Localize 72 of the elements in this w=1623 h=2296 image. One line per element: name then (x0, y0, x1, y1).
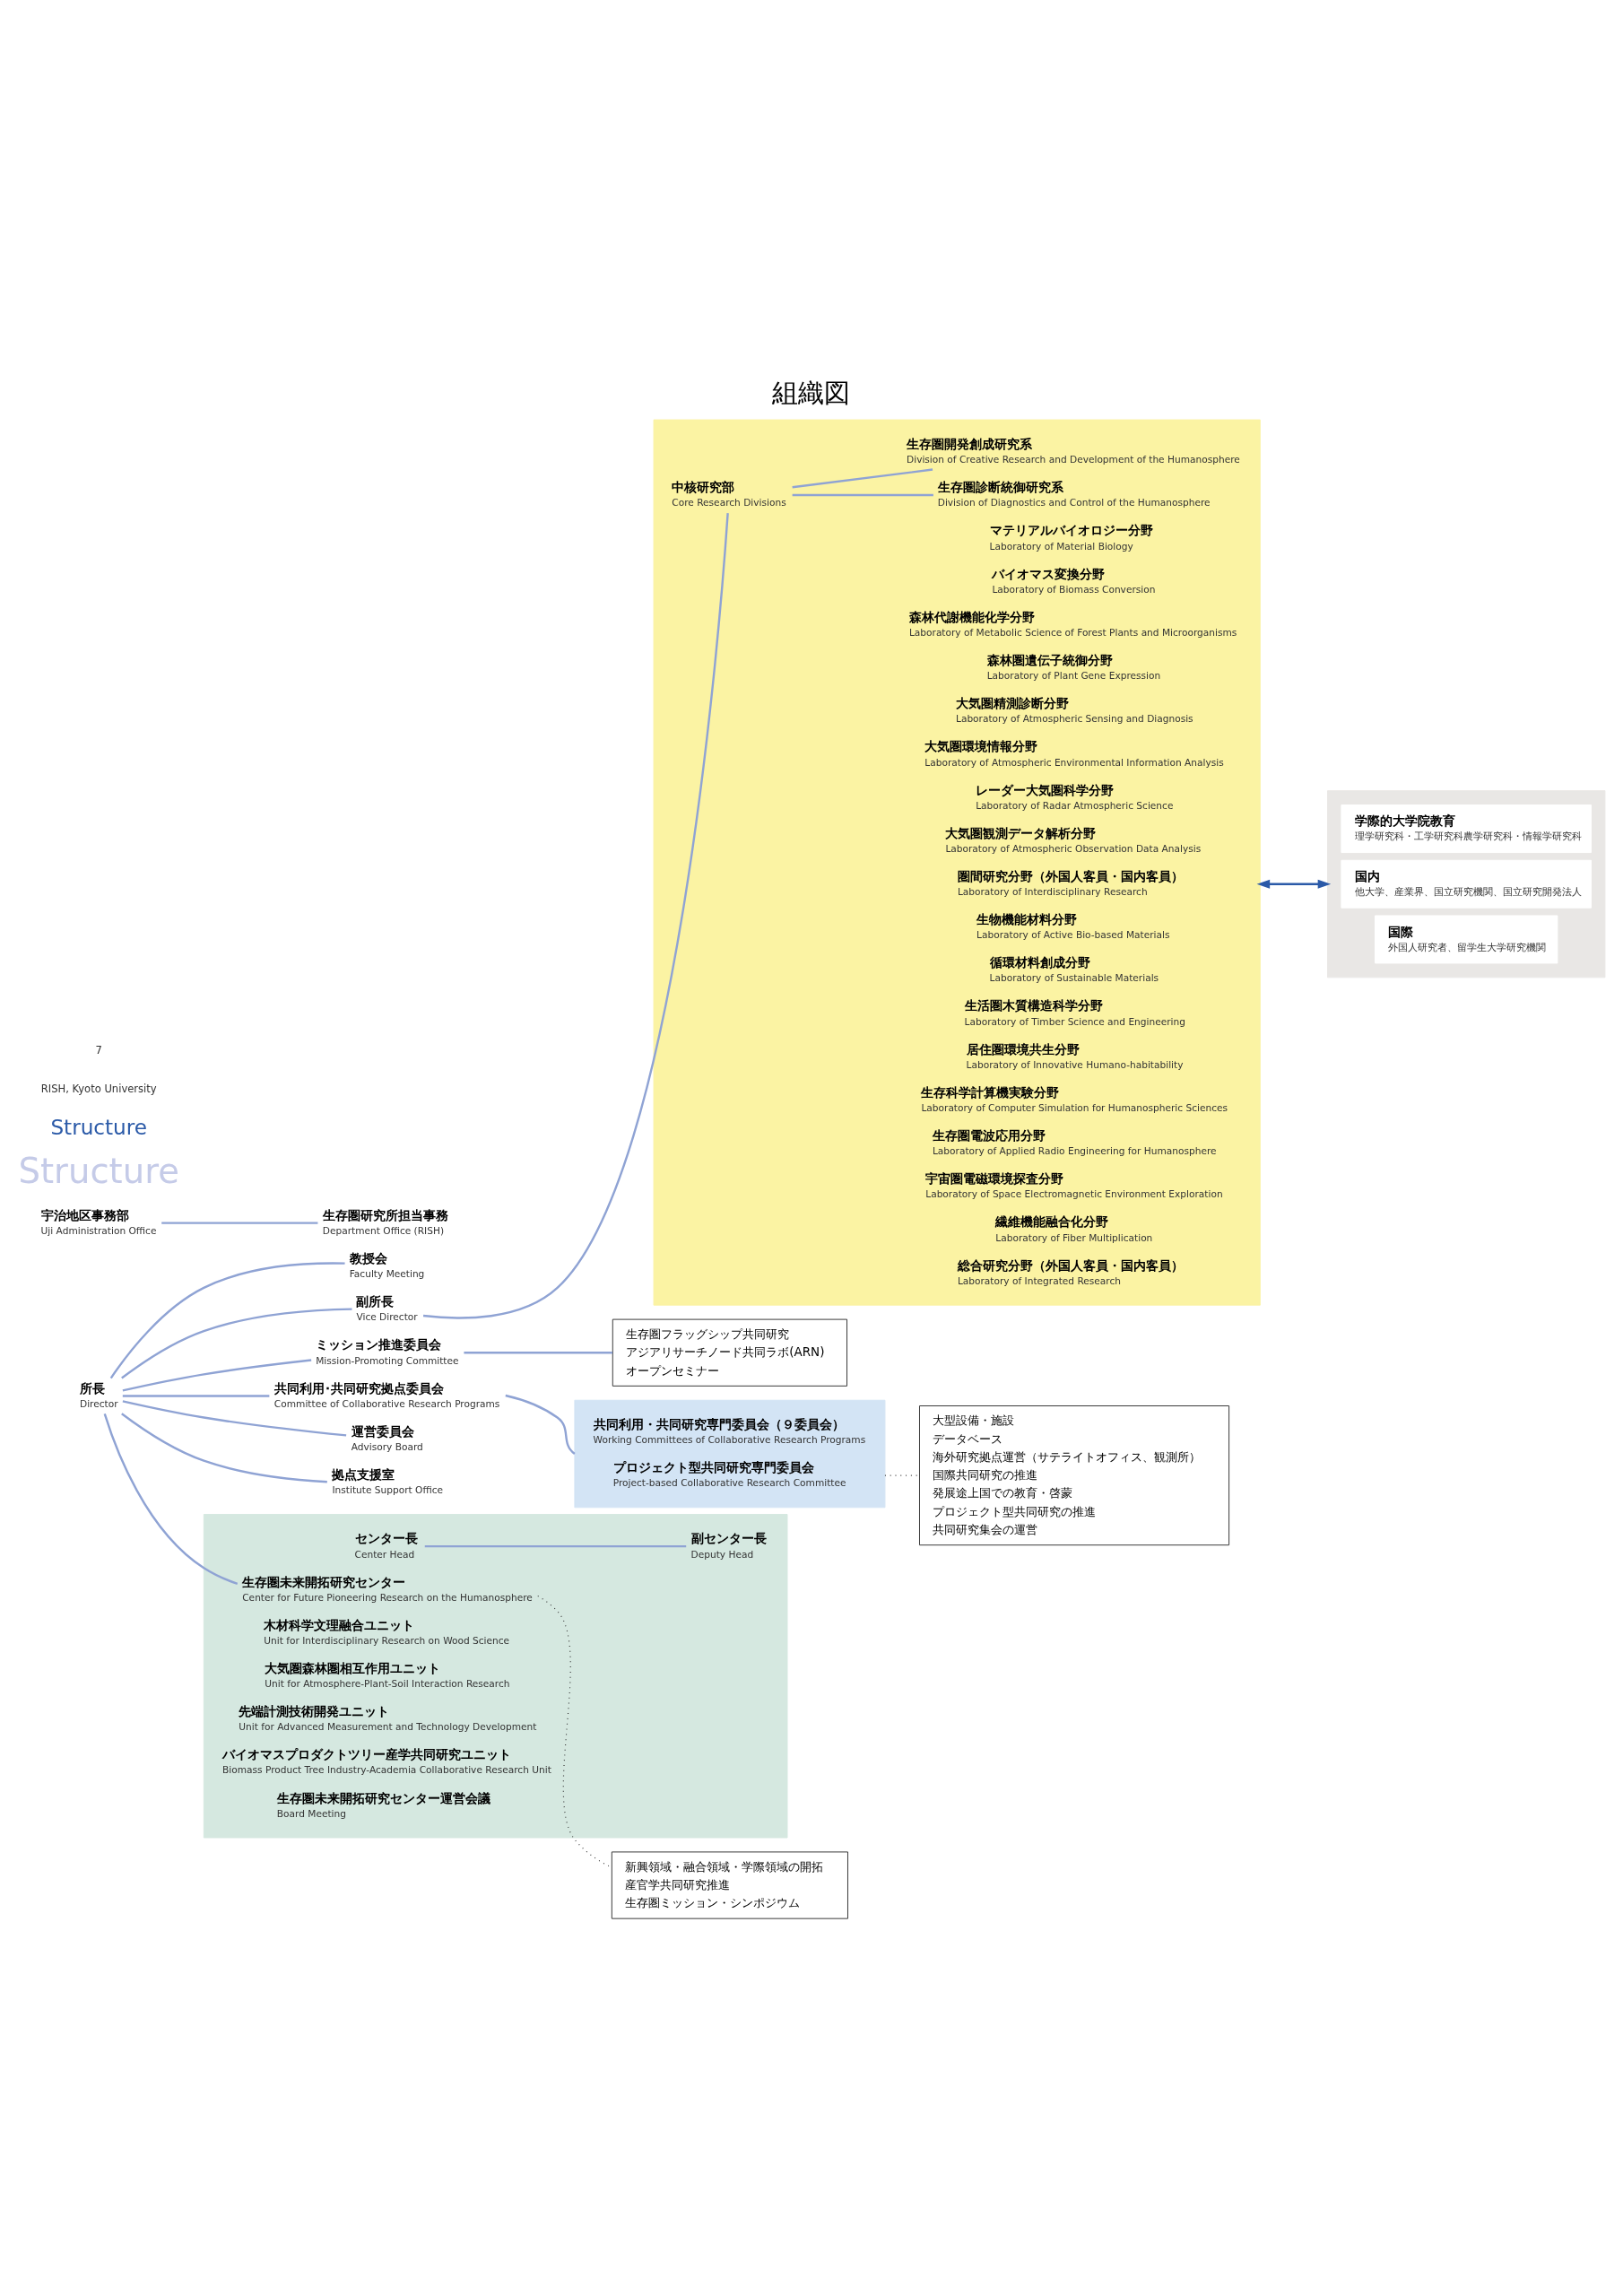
node-text: 循環材料創成分野 Laboratory of Sustainable Materials (989, 955, 1159, 984)
node-text: 圏間研究分野（外国人客員・国内客員） Laboratory of Interdisciplinary Research (957, 868, 1184, 898)
connector (422, 513, 729, 1319)
node-text: 大気圏観測データ解析分野 Laboratory of Atmospheric Observation Data Analysis (945, 825, 1202, 854)
node-text: 繊維機能融合化分野 Laboratory of Fiber Multiplication (995, 1214, 1153, 1243)
connector (122, 1395, 270, 1397)
node-text: バイオマス変換分野 Laboratory of Biomass Conversion (992, 566, 1156, 595)
node-text: 森林代謝機能化学分野 Laboratory of Metabolic Science of Forest Plants and Microorganisms (908, 609, 1237, 638)
connector (792, 493, 933, 497)
node-text: ミッション推進委員会 Mission-Promoting Committee (316, 1337, 459, 1366)
cluster (1327, 790, 1606, 978)
node-text: プロジェクト型共同研究専門委員会 Project-based Collaborative Research Committee (612, 1460, 846, 1489)
cluster (203, 1514, 788, 1839)
node-text: 拠点支援室 Institute Support Office (332, 1466, 444, 1496)
node-text: 居住圏環境共生分野 Laboratory of Innovative Humano-habitability (966, 1041, 1184, 1070)
node-text: 生存科学計算機実験分野 Laboratory of Computer Simulation for Humanospheric Sciences (921, 1084, 1228, 1114)
connector (121, 1413, 327, 1483)
label: Structure (18, 1151, 179, 1192)
diagram-title: 組織図 (772, 377, 851, 408)
node-text: 宇治地区事務部 Uji Administration Office (40, 1207, 157, 1236)
node-text: 共同利用・共同研究専門委員会（９委員会） Working Committees of Collaborative Research Programs (593, 1417, 866, 1446)
connector (505, 1394, 576, 1455)
label: 7 (95, 1043, 102, 1057)
node-text: 生存圏開発創成研究系 Division of Creative Research and Development of the Humanosphere (907, 436, 1240, 465)
node-text: マテリアルバイオロジー分野 Laboratory of Material Biology (989, 523, 1153, 552)
node-text: センター長 Center Head (354, 1531, 418, 1560)
node-box: 学際的大学院教育 理学研究科・工学研究科農学研究科・情報学研究科 (1341, 804, 1592, 854)
node-text: 大気圏環境情報分野 Laboratory of Atmospheric Environmental Information Analysis (924, 739, 1224, 768)
connector (103, 1413, 239, 1585)
node-text: 運営委員会 Advisory Board (351, 1423, 423, 1452)
node-text: 大気圏森林圏相互作用ユニット Unit for Atmosphere-Plant-Soil Interaction Research (265, 1660, 510, 1690)
node-text: 生存圏診断統御研究系 Division of Diagnostics and Control of the Humanosphere (937, 480, 1211, 509)
connector (109, 1262, 345, 1379)
node-text: バイオマスプロダクトツリー産学共同研究ユニット Biomass Product Tree Industry-Academia Collaborative Research Unit (222, 1747, 551, 1776)
node-text: 大気圏精測診断分野 Laboratory of Atmospheric Sensing and Diagnosis (955, 696, 1193, 725)
connector (161, 1222, 318, 1224)
node-text: 先端計測技術開発ユニット Unit for Advanced Measurement and Technology Development (239, 1704, 537, 1733)
node-text: 総合研究分野（外国人客員・国内客員） Laboratory of Integrated Research (957, 1257, 1184, 1286)
label: Structure (50, 1115, 147, 1139)
connector (884, 1474, 920, 1476)
node-text: 生活圏木質構造科学分野 Laboratory of Timber Science and Engineering (964, 998, 1185, 1027)
arrow (1256, 879, 1332, 889)
node-text: 副センター長 Deputy Head (690, 1531, 767, 1560)
node-text: 所長 Director (79, 1380, 118, 1409)
node-text: 生存圏未来開拓研究センター運営会議 Board Meeting (276, 1790, 490, 1819)
connector (792, 468, 933, 489)
node-text: 生存圏研究所担当事務 Department Office (RISH) (322, 1207, 448, 1236)
connector (537, 1595, 612, 1868)
node-text: 副所長 Vice Director (356, 1294, 418, 1323)
connector (122, 1400, 347, 1437)
node-text: レーダー大気圏科学分野 Laboratory of Radar Atmospheric Science (976, 782, 1174, 811)
node-box: 新興領域・融合領域・学際領域の開拓 産官学共同研究推進 生存圏ミッション・シンポジウム (611, 1851, 848, 1919)
cluster (653, 419, 1261, 1306)
connector (122, 1359, 312, 1392)
node-text: 生物機能材料分野 Laboratory of Active Bio-based Materials (976, 912, 1170, 941)
node-text: 中核研究部 Core Research Divisions (672, 480, 786, 509)
node-box: 生存圏フラッグシップ共同研究 アジアリサーチノード共同ラボ(ARN) オープンセミナー (612, 1318, 847, 1387)
connector (424, 1544, 687, 1548)
node-text: 生存圏未来開拓研究センター Center for Future Pioneering Research on the Humanosphere (242, 1574, 533, 1603)
node-text: 生存圏電波応用分野 Laboratory of Applied Radio Engineering for Humanosphere (932, 1128, 1217, 1157)
node-box: 国際 外国人研究者、留学生大学研究機関 (1375, 915, 1558, 964)
label: RISH, Kyoto University (40, 1083, 157, 1096)
node-box: 国内 他大学、産業界、国立研究機関、国立研究開発法人 (1341, 859, 1592, 909)
node-text: 木材科学文理融合ユニット Unit for Interdisciplinary Research on Wood Science (264, 1617, 510, 1646)
node-text: 森林圏遺伝子統御分野 Laboratory of Plant Gene Expression (986, 652, 1161, 682)
connector (121, 1308, 352, 1379)
cluster (574, 1399, 886, 1509)
node-text: 宇宙圏電磁環境探査分野 Laboratory of Space Electromagnetic Environment Exploration (925, 1171, 1223, 1200)
node-text: 共同利用･共同研究拠点委員会 Committee of Collaborative Research Programs (273, 1380, 500, 1409)
node-box: 大型設備・施設 データベース 海外研究拠点運営（サテライトオフィス、観測所） 国際共同研究の推進 発展途上国での教育・啓蒙 プロジェクト型共同研究の推進 共同研究集会の運営 (919, 1405, 1230, 1546)
node-text: 教授会 Faculty Meeting (349, 1250, 425, 1280)
connector (464, 1352, 612, 1354)
